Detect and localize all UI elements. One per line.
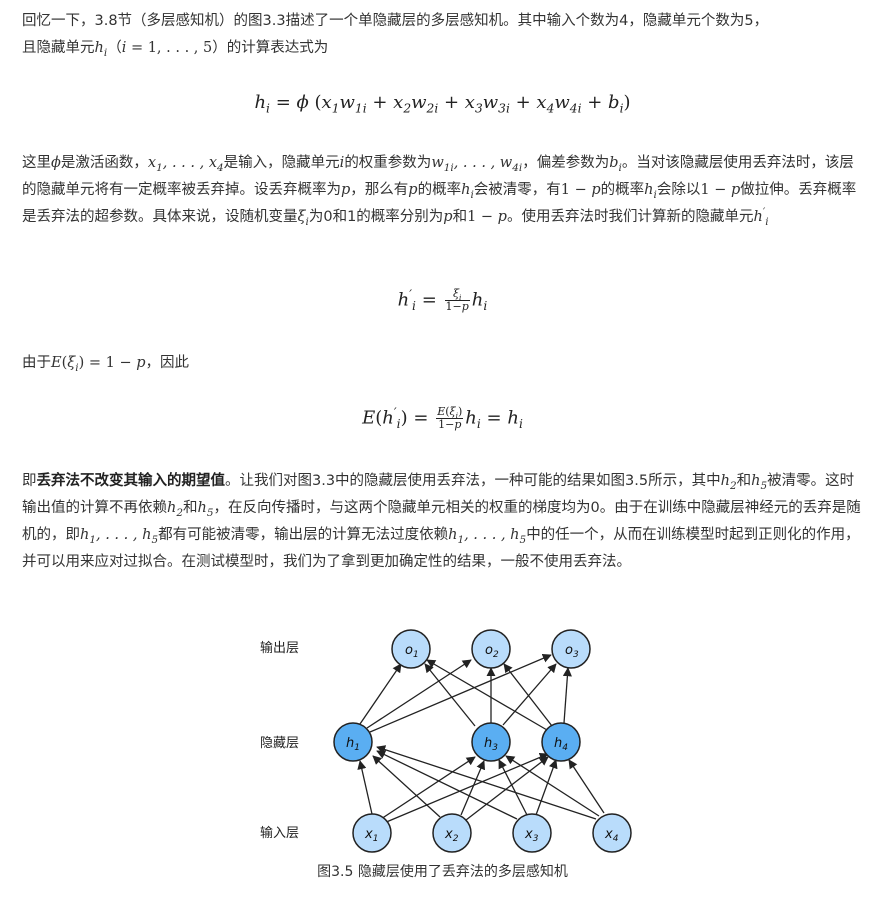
bold-statement: 丢弃法不改变其输入的期望值: [36, 473, 226, 489]
edge-x2-h3: [460, 760, 485, 816]
node-o2: o2: [471, 629, 511, 669]
edge-h3-o1: [424, 663, 476, 727]
node-h1: h1: [333, 722, 373, 762]
edge-x3-h3: [498, 759, 528, 816]
text-segment: 会除以: [656, 182, 701, 198]
paragraph-expectation-intro: 由于E(ξi) = 1 − p，因此: [22, 355, 190, 374]
hidden-nodes: h1 h3 h4: [333, 722, 581, 762]
input-nodes: x1 x2 x3 x4: [352, 813, 632, 853]
text-segment: ，偏差参数为: [522, 155, 610, 171]
edge-h3-o3: [502, 663, 557, 726]
text-segment: 是输入，隐藏单元: [223, 155, 340, 171]
text-segment: 做拉伸。丢弃概率是丢弃法的超参数。具体来说，设随机变量: [22, 182, 857, 225]
text-segment: ，在反向传播时，与这两个隐藏单元相关的权重的梯度均为0。由于在训练中隐藏层神经元…: [22, 500, 861, 543]
text-segment: 和: [452, 209, 468, 225]
label-output-layer: 输出层: [260, 640, 299, 656]
text-segment: ，那么有: [350, 182, 409, 198]
output-nodes: o1 o2 o3: [391, 629, 591, 669]
edge-x4-h1: [376, 745, 597, 820]
intro-line-2b: 的计算表达式为: [226, 40, 329, 56]
text-segment: 为0和1的概率分别为: [308, 209, 444, 225]
text-segment: 。使用丢弃法时我们计算新的隐藏单元: [506, 209, 754, 225]
text-segment: 这里: [22, 155, 51, 171]
edge-x1-h3: [380, 756, 476, 820]
text-segment: 都有可能被清零，输出层的计算无法过度依赖: [158, 527, 449, 543]
edge-h4-o1: [426, 659, 548, 731]
node-h3: h3: [471, 722, 511, 762]
node-x3: x3: [512, 813, 552, 853]
text-segment: 中的任一个，从而在训练模型时起到正则化的作用，并可以用来应对过拟合。在测试模型时…: [22, 527, 860, 570]
text-segment: 由于: [22, 355, 51, 371]
text-segment: 被清零。这时输出值的计算不再依赖: [22, 473, 855, 516]
label-hidden-layer: 隐藏层: [260, 736, 299, 751]
edge-h1-o2: [366, 659, 472, 729]
equation-hidden-unit: hi = ϕ (x1w1i + x2w2i + x3w3i + x4w4i + …: [254, 92, 631, 116]
edge-x3-h4: [535, 759, 558, 816]
paragraph-dropout-definition: 这里ϕ是激活函数，x1, . . . , x4是输入，隐藏单元i的权重参数为w1…: [22, 155, 857, 228]
edge-h4-o3: [562, 667, 572, 724]
intro-line-2a: 且隐藏单元: [22, 40, 95, 56]
paragraph-intro: 回忆一下，3.8节（多层感知机）的图3.3描述了一个单隐藏层的多层感知机。其中输…: [22, 13, 769, 59]
node-o1: o1: [391, 629, 431, 669]
edge-x4-h3: [505, 755, 600, 817]
text-segment: 会被清零，有: [473, 182, 561, 198]
edges: [357, 654, 605, 824]
text-segment: 和: [183, 500, 198, 516]
edge-h1-o1: [359, 663, 402, 725]
edge-x1-h1: [357, 760, 373, 815]
node-x1: x1: [352, 813, 392, 853]
intro-line-1: 回忆一下，3.8节（多层感知机）的图3.3描述了一个单隐藏层的多层感知机。其中输…: [22, 13, 769, 29]
paragraph-dropout-effect: 即丢弃法不改变其输入的期望值。让我们对图3.3中的隐藏层使用丢弃法，一种可能的结…: [22, 473, 861, 570]
text-segment: 。当对该隐藏层使用丢弃法时，该层的隐藏单元将有一定概率被丢弃掉。设丢弃概率为: [22, 155, 854, 198]
figure-caption: 图3.5 隐藏层使用了丢弃法的多层感知机: [317, 864, 568, 880]
mlp-dropout-diagram: 输出层 隐藏层 输入层 o1 o2 o3 h1: [260, 629, 632, 853]
text-segment: ，因此: [145, 355, 190, 371]
edge-x2-h1: [372, 755, 441, 818]
text-segment: 是激活函数，: [60, 155, 148, 171]
edge-x3-h1: [376, 750, 518, 820]
edge-x4-h4: [568, 759, 605, 814]
node-x2: x2: [432, 813, 472, 853]
text-segment: 和: [736, 473, 752, 489]
text-segment: 的权重参数为: [344, 155, 432, 171]
node-h4: h4: [541, 722, 581, 762]
label-input-layer: 输入层: [260, 825, 299, 841]
text-segment: 。让我们对图3.3中的隐藏层使用丢弃法，一种可能的结果如图3.5所示，其中: [225, 473, 721, 489]
edge-h1-o3: [369, 654, 552, 733]
edge-h4-o2: [503, 663, 553, 727]
text-segment: 的概率: [417, 182, 462, 198]
node-o3: o3: [551, 629, 591, 669]
text-segment: 即: [22, 473, 37, 489]
node-x4: x4: [592, 813, 632, 853]
text-segment: 的概率: [600, 182, 645, 198]
edge-x2-h4: [465, 756, 549, 821]
